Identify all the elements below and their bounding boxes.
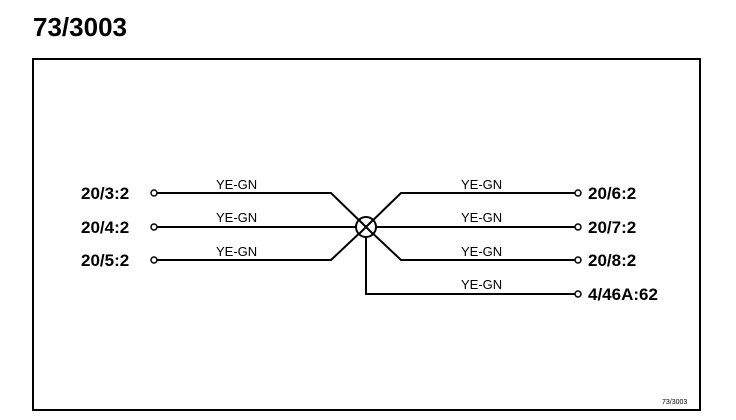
left-wire-color-label-2: YE-GN	[216, 210, 257, 225]
left-wire-1	[157, 192, 367, 228]
splice-icon	[355, 216, 377, 238]
terminal-circle-icon	[150, 189, 158, 197]
right-terminal-label-4: 4/46A:62	[588, 285, 658, 304]
terminal-circle-icon	[574, 256, 582, 264]
right-terminal-label-3: 20/8:2	[588, 251, 636, 270]
left-terminal-label-1: 20/3:2	[81, 184, 129, 203]
right-wire-color-label-4: YE-GN	[461, 277, 502, 292]
terminal-circle-icon	[150, 256, 158, 264]
terminal-circle-icon	[150, 223, 158, 231]
left-wire-3	[157, 226, 367, 261]
diagram-title: 73/3003	[33, 12, 127, 42]
right-wire-3	[365, 226, 575, 261]
right-wire-1	[365, 192, 575, 228]
terminal-circle-icon	[574, 189, 582, 197]
terminal-circle-icon	[574, 290, 582, 298]
right-wire-4	[365, 227, 575, 295]
right-wire-color-label-3: YE-GN	[461, 244, 502, 259]
right-terminal-label-2: 20/7:2	[588, 218, 636, 237]
right-wire-color-label-1: YE-GN	[461, 177, 502, 192]
diagram-code: 73/3003	[662, 399, 687, 406]
right-wire-color-label-2: YE-GN	[461, 210, 502, 225]
left-terminal-label-3: 20/5:2	[81, 251, 129, 270]
left-wire-color-label-1: YE-GN	[216, 177, 257, 192]
left-terminal-label-2: 20/4:2	[81, 218, 129, 237]
terminal-circle-icon	[574, 223, 582, 231]
left-wire-color-label-3: YE-GN	[216, 244, 257, 259]
right-terminal-label-1: 20/6:2	[588, 184, 636, 203]
diagram-frame	[32, 58, 701, 411]
